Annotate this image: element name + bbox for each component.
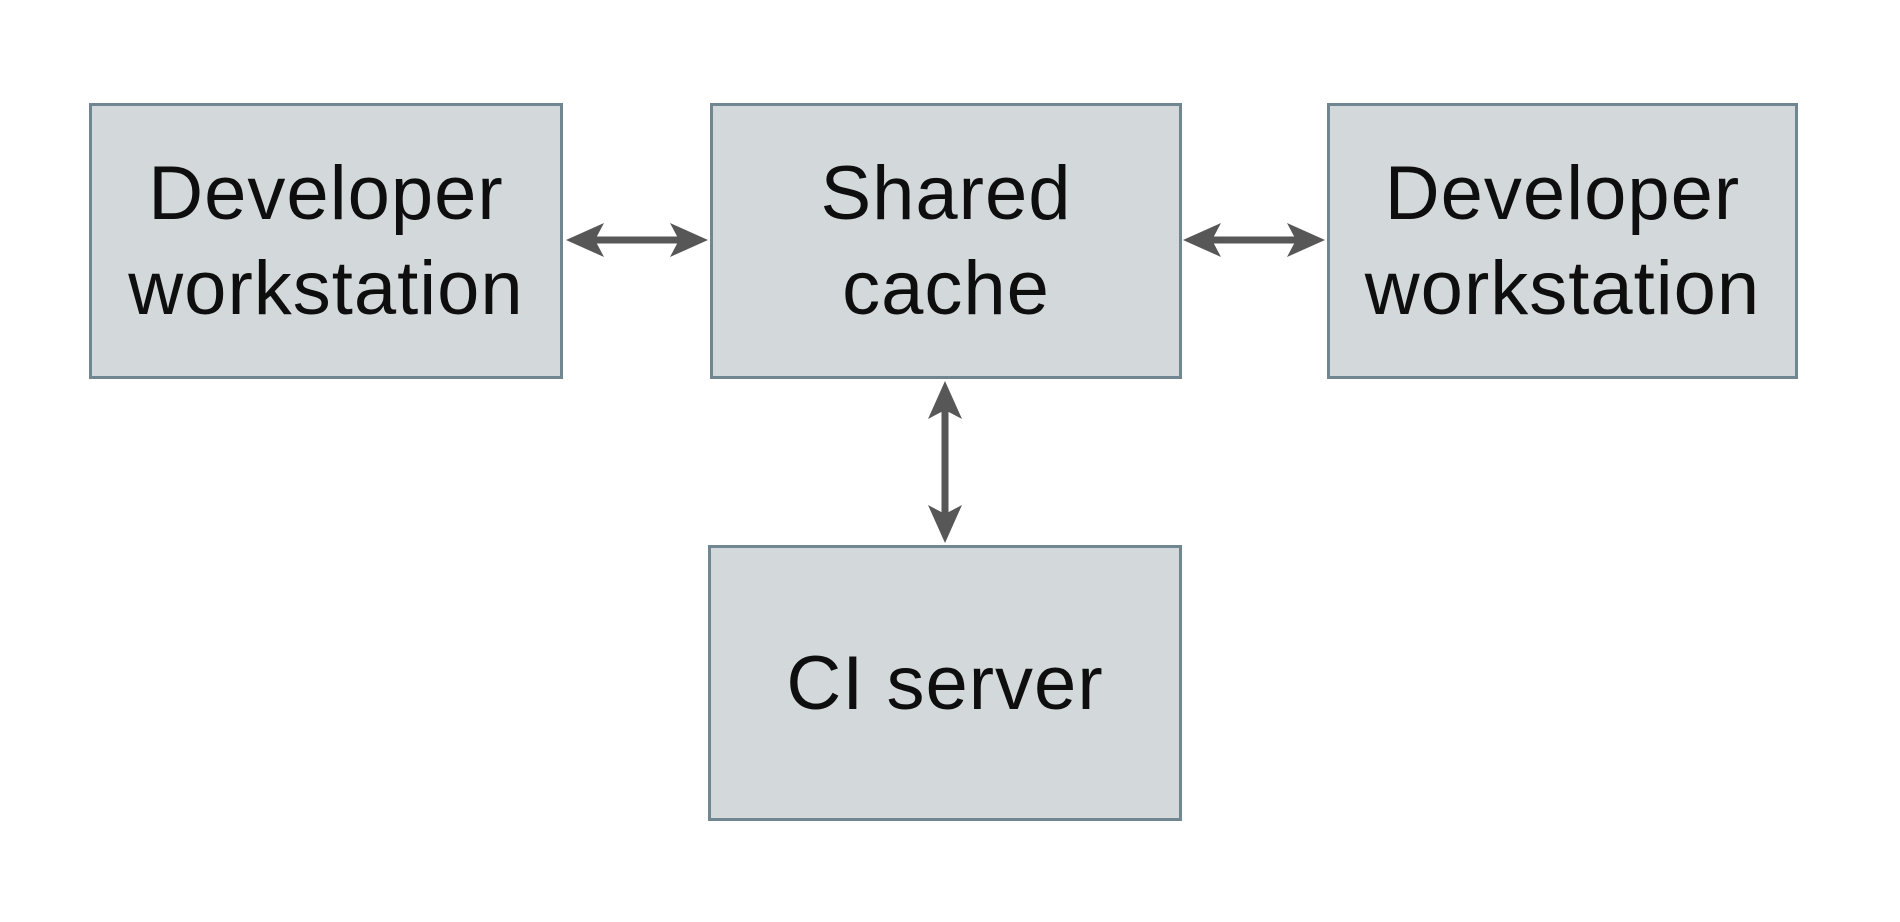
- bidirectional-arrow-cache-to-right-workstation: [1183, 223, 1325, 257]
- bidirectional-arrow-cache-to-ci-server: [928, 381, 962, 543]
- node-ci-server: CI server: [708, 545, 1182, 821]
- bidirectional-arrow-left-workstation-to-cache: [566, 223, 708, 257]
- node-ci-server-label: CI server: [786, 640, 1104, 726]
- node-developer-workstation-left: Developer workstation: [89, 103, 563, 379]
- node-shared-cache: Shared cache: [710, 103, 1182, 379]
- node-developer-workstation-right-label: Developer workstation: [1364, 151, 1761, 331]
- node-developer-workstation-left-label: Developer workstation: [128, 151, 524, 331]
- node-developer-workstation-right: Developer workstation: [1327, 103, 1798, 379]
- node-shared-cache-label: Shared cache: [820, 151, 1072, 331]
